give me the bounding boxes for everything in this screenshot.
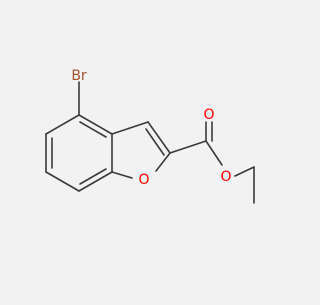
bond-furan-c3a-c3 [111, 121, 149, 135]
ring-oxygen-label: O [138, 172, 149, 188]
bond-ester-o-ch2 [234, 166, 255, 177]
bond-benzene-3 [45, 171, 80, 192]
bond-benzene-4 [78, 171, 113, 192]
background [0, 0, 300, 300]
molecule-canvas: Br O O O [0, 0, 300, 300]
bond-furan-c2-o [155, 152, 171, 172]
ester-oxygen-label: O [220, 169, 231, 185]
bond-benzene-4-inner [79, 168, 107, 185]
bond-lines [45, 81, 255, 204]
bond-carbonyl-ester-o [205, 140, 223, 166]
bromine-label: Br [71, 68, 87, 84]
bond-furan-c3-c2-inner [145, 128, 165, 156]
structure-diagram: Br O O O [0, 0, 300, 300]
bond-furan-o-c7a [111, 171, 133, 179]
bond-furan-c3-c2 [147, 121, 171, 154]
bond-benzene-6-inner [79, 121, 107, 138]
bond-c2-carbonyl [169, 140, 207, 154]
bond-benzene-1 [45, 114, 80, 135]
bond-benzene-6 [78, 114, 113, 135]
carbonyl-oxygen-label: O [203, 107, 214, 123]
